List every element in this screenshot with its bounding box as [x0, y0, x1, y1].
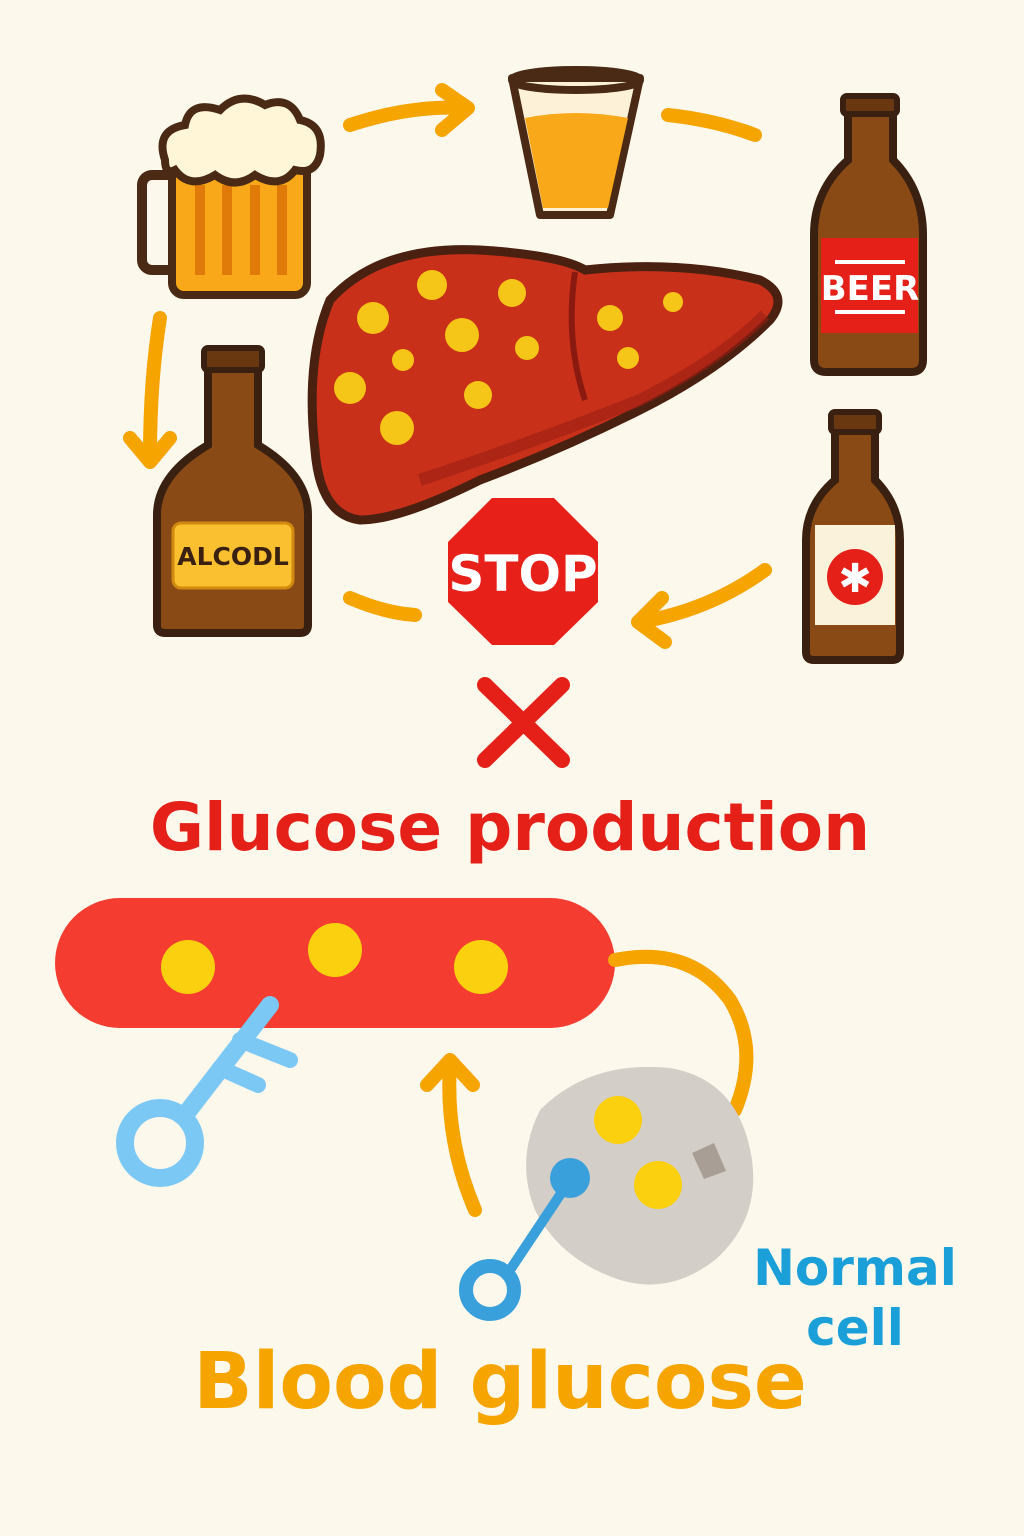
up-arrow	[420, 1053, 482, 1217]
key-icon	[459, 1158, 590, 1321]
stop-text: STOP	[448, 545, 597, 603]
beer-mug-icon	[137, 94, 325, 299]
liver-icon	[307, 245, 783, 525]
beer-label: BEER	[821, 269, 920, 309]
cross-icon	[477, 677, 570, 768]
blood-glucose-label: Blood glucose	[193, 1337, 807, 1427]
liquor-bottle-icon: ALCODL	[153, 345, 312, 637]
key-icon	[116, 996, 298, 1187]
cell-icon	[526, 1066, 754, 1285]
cycle-arrows	[123, 83, 772, 649]
stop-sign-icon: STOP	[448, 498, 598, 645]
glass-icon	[508, 66, 644, 219]
beer-bottle-icon: BEER	[810, 93, 927, 376]
normal-cell-label: Normal	[753, 1239, 957, 1297]
small-bottle-icon: ✱	[802, 409, 904, 664]
svg-text:✱: ✱	[838, 556, 872, 602]
liquor-label: ALCODL	[177, 542, 289, 571]
blood-vessel-icon	[55, 898, 615, 1028]
glucose-production-label: Glucose production	[150, 789, 870, 866]
normal-cell-label-2: cell	[806, 1299, 904, 1357]
connector-arrow	[608, 949, 754, 1117]
